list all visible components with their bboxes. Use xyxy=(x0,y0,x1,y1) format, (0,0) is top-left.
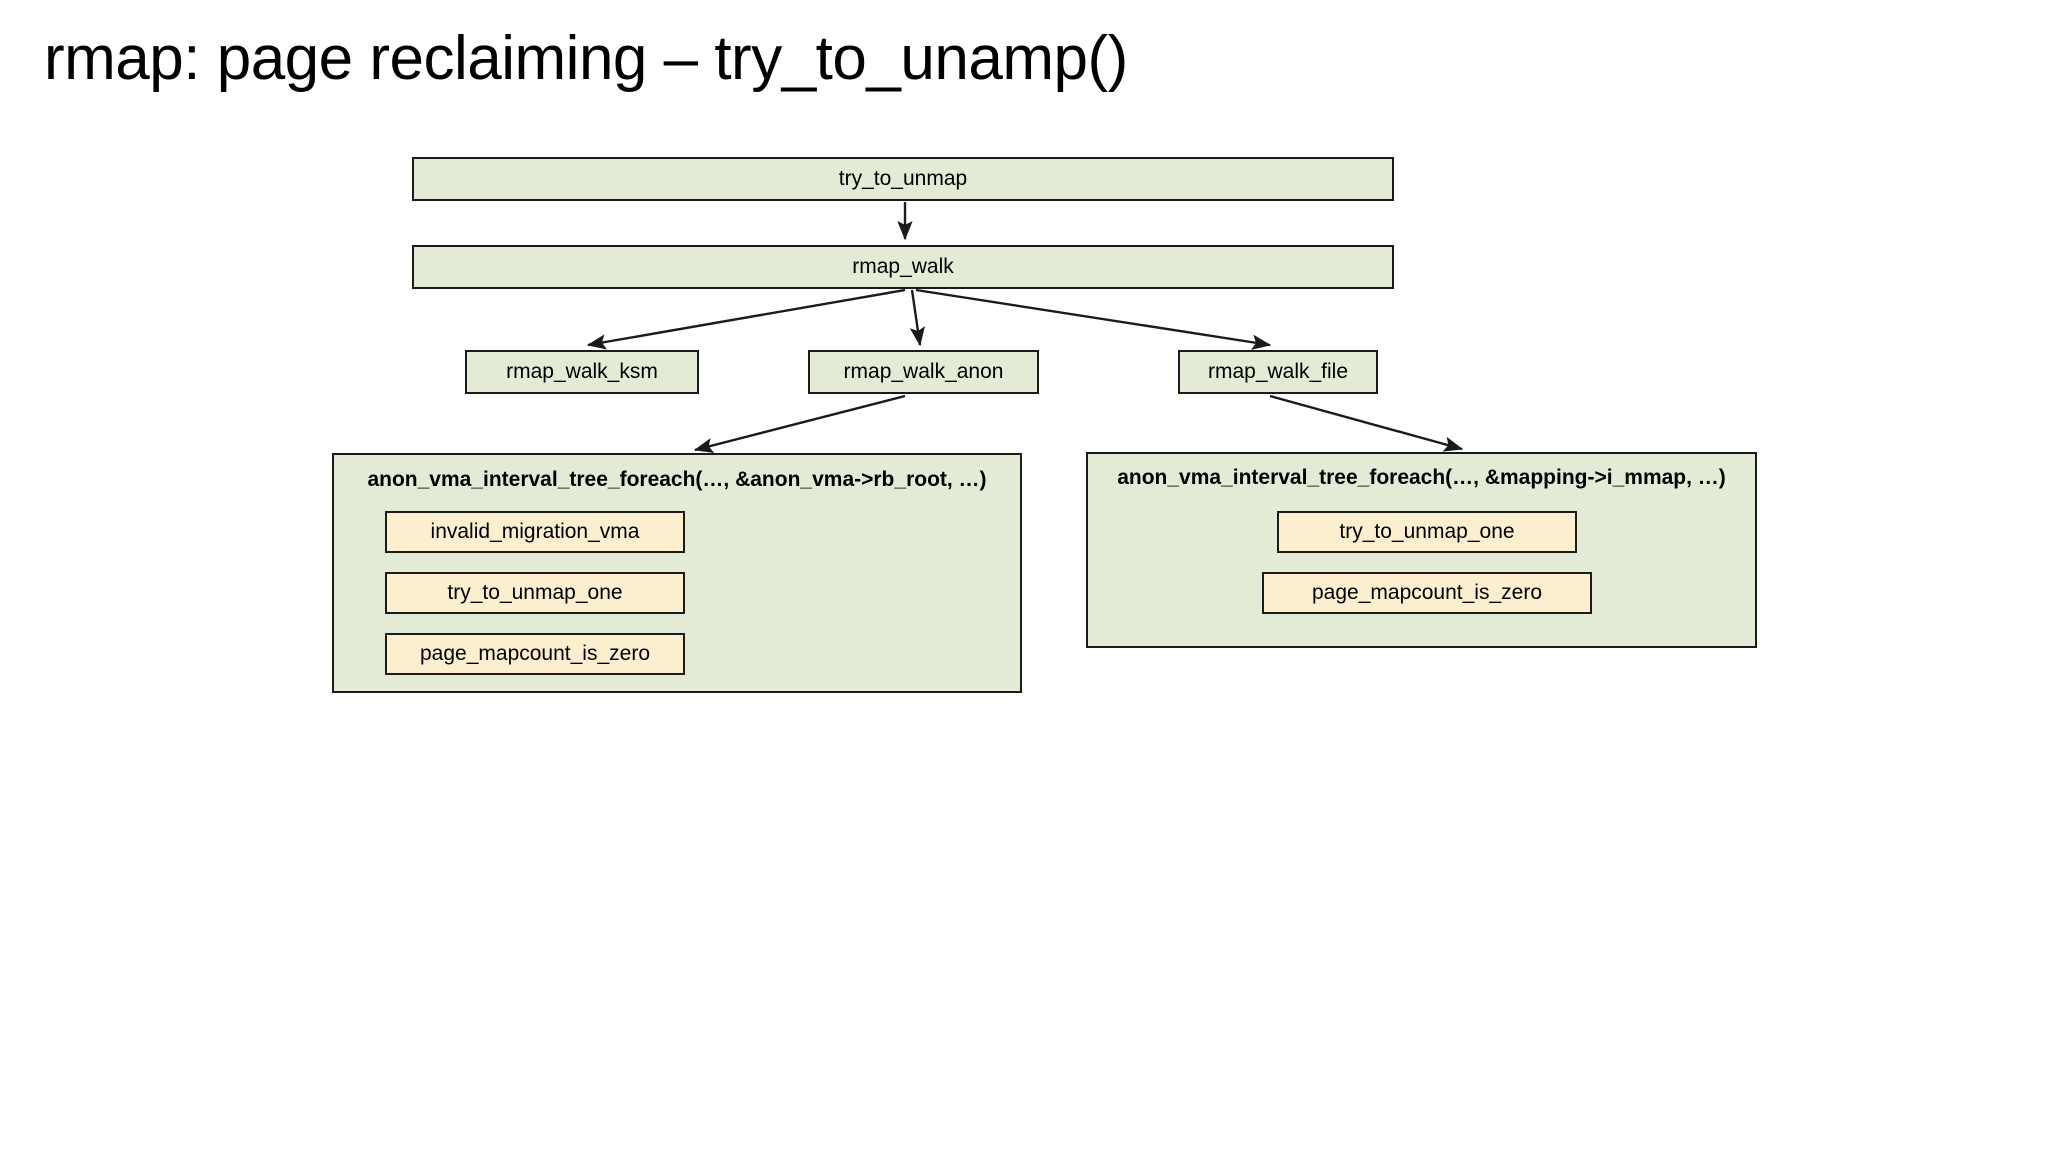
node-label: try_to_unmap_one xyxy=(447,581,623,604)
node-rmap-walk-ksm[interactable]: rmap_walk_ksm xyxy=(465,350,699,394)
node-label: invalid_migration_vma xyxy=(430,520,640,543)
group-title: anon_vma_interval_tree_foreach(…, &mappi… xyxy=(1117,466,1726,489)
edge-file-to-file-group xyxy=(1269,394,1464,452)
edge-rmap-walk-to-anon xyxy=(909,289,926,347)
page-title: rmap: page reclaiming – try_to_unamp() xyxy=(44,24,1128,93)
node-label: try_to_unmap xyxy=(838,167,968,190)
node-try-to-unmap-one-anon[interactable]: try_to_unmap_one xyxy=(385,572,685,614)
node-label: try_to_unmap_one xyxy=(1339,520,1515,543)
node-label: rmap_walk xyxy=(852,255,954,278)
node-rmap-walk-file[interactable]: rmap_walk_file xyxy=(1178,350,1378,394)
group-mapping-i-mmap[interactable]: anon_vma_interval_tree_foreach(…, &mappi… xyxy=(1086,452,1757,648)
edge-rmap-walk-to-ksm xyxy=(586,288,906,350)
node-label: page_mapcount_is_zero xyxy=(1312,581,1542,604)
group-anon-vma-rb-root[interactable]: anon_vma_interval_tree_foreach(…, &anon_… xyxy=(332,453,1022,693)
edge-anon-to-anon-group xyxy=(693,394,906,453)
node-rmap-walk-anon[interactable]: rmap_walk_anon xyxy=(808,350,1039,394)
group-title: anon_vma_interval_tree_foreach(…, &anon_… xyxy=(367,468,987,491)
node-try-to-unmap[interactable]: try_to_unmap xyxy=(412,157,1394,201)
node-label: rmap_walk_ksm xyxy=(506,360,658,383)
node-label: rmap_walk_anon xyxy=(843,360,1004,383)
node-rmap-walk[interactable]: rmap_walk xyxy=(412,245,1394,289)
node-label: page_mapcount_is_zero xyxy=(420,642,650,665)
node-label: rmap_walk_file xyxy=(1207,360,1349,383)
node-invalid-migration-vma[interactable]: invalid_migration_vma xyxy=(385,511,685,553)
node-page-mapcount-is-zero-anon[interactable]: page_mapcount_is_zero xyxy=(385,633,685,675)
node-try-to-unmap-one-file[interactable]: try_to_unmap_one xyxy=(1277,511,1577,553)
node-page-mapcount-is-zero-file[interactable]: page_mapcount_is_zero xyxy=(1262,572,1592,614)
edge-rmap-walk-to-file xyxy=(915,288,1272,350)
